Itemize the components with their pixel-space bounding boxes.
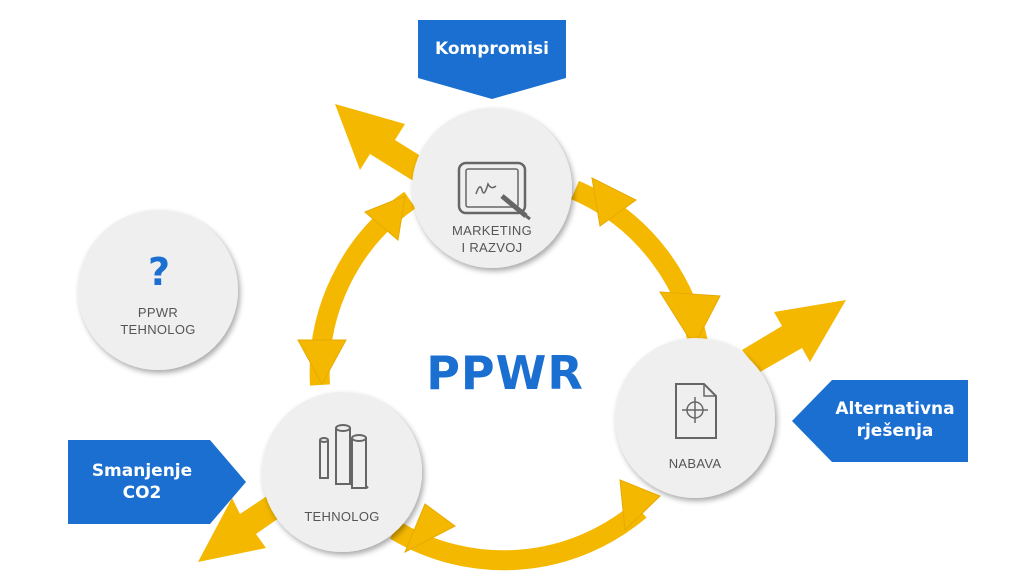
- arc-nabava-to-tehnolog: [389, 502, 647, 571]
- arrowhead-to-tehnolog: [404, 503, 456, 554]
- node-marketing-label: MARKETING I RAZVOJ: [432, 222, 552, 256]
- node-marketing-line-1: MARKETING: [452, 223, 532, 238]
- callout-left-line-2: CO2: [122, 483, 162, 503]
- cycle-arrowheads: [297, 177, 721, 554]
- node-nabava-line-1: NABAVA: [668, 456, 722, 471]
- callout-top-line-1: Kompromisi: [435, 39, 549, 59]
- center-title: PPWR: [426, 346, 584, 400]
- callout-top-shape: [418, 20, 566, 99]
- node-tehnolog-circle: [262, 392, 422, 552]
- node-ppwr-tehnolog-circle: [78, 210, 238, 370]
- rolls-icon: [319, 424, 369, 489]
- arrowhead-to-marketing: [364, 195, 406, 241]
- node-ppwr-tehnolog-label: PPWR TEHNOLOG: [108, 304, 208, 338]
- callout-right-text: Alternativna rješenja: [822, 398, 968, 442]
- callout-left-shape: [68, 440, 246, 524]
- callout-top-text: Kompromisi: [418, 38, 566, 60]
- node-nabava-label: NABAVA: [645, 455, 745, 472]
- arc-marketing-to-nabava: [570, 180, 710, 357]
- question-mark-icon: ?: [147, 250, 171, 294]
- node-tehnolog-line-1: TEHNOLOG: [304, 509, 380, 524]
- callout-left-text: Smanjenje CO2: [72, 460, 212, 504]
- callout-right-line-1: Alternativna: [835, 399, 955, 419]
- node-ppwr-tehnolog-line-1: PPWR: [137, 305, 179, 320]
- callout-right-shape: [792, 380, 968, 462]
- node-ppwr-tehnolog-line-2: TEHNOLOG: [120, 322, 196, 337]
- arrowhead-to-tehnolog-left: [297, 339, 347, 386]
- arrowhead-from-marketing-right: [591, 177, 637, 227]
- document-crosshair-icon: [675, 383, 717, 439]
- drawing-tablet-icon: [457, 161, 531, 221]
- node-tehnolog-label: TEHNOLOG: [292, 508, 392, 525]
- arrow-out-right: [742, 300, 846, 372]
- nodes: [78, 108, 775, 552]
- arrow-out-top-left: [335, 104, 440, 182]
- callouts: [68, 20, 968, 524]
- callout-left-line-1: Smanjenje: [91, 461, 193, 481]
- arrowhead-to-nabava-bottom: [619, 479, 661, 532]
- arrowhead-to-nabava: [659, 291, 721, 348]
- callout-right-line-2: rješenja: [856, 421, 934, 441]
- node-marketing-line-2: I RAZVOJ: [461, 240, 523, 255]
